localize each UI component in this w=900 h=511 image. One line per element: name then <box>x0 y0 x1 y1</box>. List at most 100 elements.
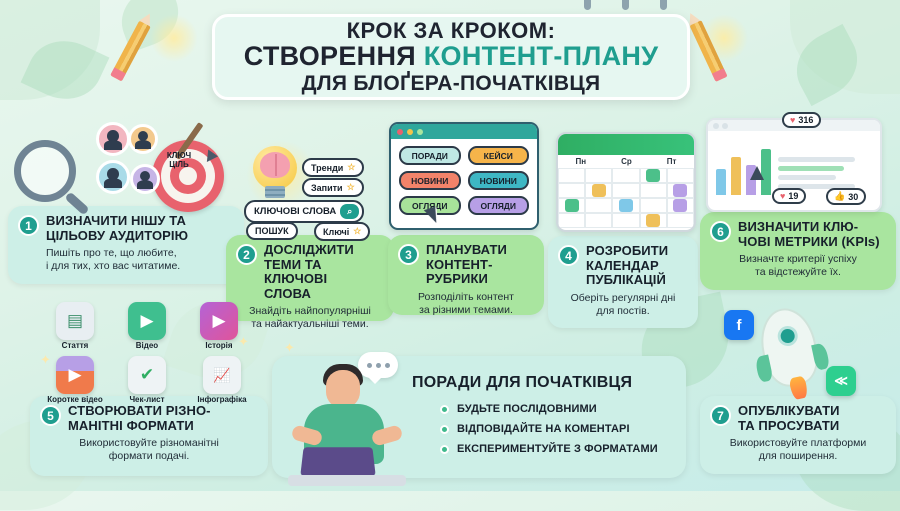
avatar <box>128 124 158 154</box>
sparkle-decor: ✦ <box>40 352 51 367</box>
calendar-cell[interactable] <box>612 183 640 198</box>
calendar-cell[interactable] <box>666 198 694 213</box>
glow-decor <box>150 14 198 62</box>
close-icon[interactable] <box>713 122 719 129</box>
calendar-event[interactable] <box>591 184 606 197</box>
step-subtitle-2: Знайдіть найпопулярніші та найактуальніш… <box>249 305 371 331</box>
tag-kliuchi[interactable]: Ключі☆ <box>314 222 371 241</box>
step-title-2: ДОСЛІДЖИТИ ТЕМИ ТА КЛЮЧОВІ СЛОВА <box>264 242 354 301</box>
calendar-cell[interactable] <box>585 213 613 228</box>
calendar-event[interactable] <box>564 199 579 212</box>
chart-bar <box>761 149 771 195</box>
calendar-cell[interactable] <box>666 213 694 228</box>
tag-trendy[interactable]: Тренди☆ <box>302 158 365 177</box>
format-item-1[interactable]: ▶ Відео <box>114 302 180 350</box>
step-subtitle-1: Пишіть про те, що любите, і для тих, хто… <box>46 247 181 273</box>
tips-list: БУДЬТЕ ПОСЛІДОВНИМИ ВІДПОВІДАЙТЕ НА КОМЕ… <box>440 403 658 463</box>
calendar-event[interactable] <box>618 199 633 212</box>
facebook-icon[interactable]: f <box>724 310 754 340</box>
format-item-2[interactable]: ▶ Історія <box>186 302 252 350</box>
short-video-icon: ▶ <box>56 356 94 394</box>
rubric-pill-3[interactable]: НОВИНИ <box>467 171 529 190</box>
rubric-pill-0[interactable]: ПОРАДИ <box>399 146 461 165</box>
calendar-cell[interactable] <box>585 168 613 183</box>
avatar <box>96 122 130 156</box>
analytics-row <box>778 157 856 162</box>
tag-poshuk[interactable]: ПОШУК <box>246 222 298 240</box>
calendar-ring <box>622 0 629 10</box>
calendar-event[interactable] <box>646 214 661 227</box>
rubric-pill-2[interactable]: НОВИНИ <box>399 171 461 190</box>
maximize-icon[interactable] <box>417 128 423 135</box>
title-line-2-plain: СТВОРЕННЯ <box>243 41 424 72</box>
tag-poshuk-label: ПОШУК <box>255 226 289 236</box>
avatar <box>130 164 160 194</box>
calendar-day-1: Ср <box>621 157 632 166</box>
step-badge-6: 6 <box>710 221 731 242</box>
format-icons-group: ▤ Стаття ▶ Відео ▶ Історія ▶ Коротке від… <box>36 302 262 404</box>
title-line-2-accent: КОНТЕНТ-ПЛАНУ <box>423 41 659 72</box>
calendar-cell[interactable] <box>585 198 613 213</box>
rubric-pill-4[interactable]: ОГЛЯДИ <box>399 196 461 215</box>
calendar-event[interactable] <box>646 169 661 182</box>
calendar-cell[interactable] <box>612 168 640 183</box>
step-subtitle-6: Визначте критерії успіху та відстежуйте … <box>739 253 857 279</box>
format-label-5: Інфографіка <box>197 395 247 404</box>
calendar-cell[interactable] <box>558 198 586 213</box>
step-title-3: ПЛАНУВАТИ КОНТЕНТ-РУБРИКИ <box>426 242 507 287</box>
step-card-7: 7 ОПУБЛІКУВАТИ ТА ПРОСУВАТИ Використовуй… <box>700 396 896 474</box>
search-input-value: КЛЮЧОВІ СЛОВА <box>254 206 337 217</box>
minimize-icon[interactable] <box>722 122 728 129</box>
calendar-cell[interactable] <box>639 213 667 228</box>
step-title-1: ВИЗНАЧИТИ НІШУ ТА ЦІЛЬОВУ АУДИТОРІЮ <box>46 213 189 243</box>
format-label-4: Чек-лист <box>129 395 165 404</box>
calendar-cell[interactable] <box>639 183 667 198</box>
format-label-3: Коротке відео <box>47 395 103 404</box>
lightbulb-icon <box>253 146 297 198</box>
laptop-icon <box>288 447 406 486</box>
calendar-cell[interactable] <box>666 183 694 198</box>
step-title-5: СТВОРЮВАТИ РІЗНО- МАНІТНІ ФОРМАТИ <box>68 403 211 433</box>
tag-zapyty[interactable]: Запити☆ <box>302 178 364 197</box>
step-subtitle-4: Оберіть регулярні дні для постів. <box>570 291 676 317</box>
browser-window: ПОРАДИ КЕЙСИ НОВИНИ НОВИНИ ОГЛЯДИ ОГЛЯДИ <box>389 122 539 230</box>
calendar-cell[interactable] <box>639 198 667 213</box>
shares-badge: 👍30 <box>826 188 867 205</box>
share-icon[interactable]: ≪ <box>826 366 856 396</box>
search-input[interactable]: КЛЮЧОВІ СЛОВА⌕ <box>244 200 365 223</box>
calendar-cell[interactable] <box>558 168 586 183</box>
tips-title: ПОРАДИ ДЛЯ ПОЧАТКІВЦЯ <box>412 374 633 391</box>
calendar-event[interactable] <box>673 199 688 212</box>
step-title-4: РОЗРОБИТИ КАЛЕНДАР ПУБЛІКАЦІЙ <box>586 243 669 288</box>
format-label-2: Історія <box>205 341 233 350</box>
calendar-cell[interactable] <box>666 168 694 183</box>
infographic-canvas: ✦ ✦ ✦ ✦ ✦ КРОК ЗА КРОКОМ: СТВОРЕННЯ КОНТ… <box>0 0 900 491</box>
calendar-cell[interactable] <box>558 183 586 198</box>
step-title-7: ОПУБЛІКУВАТИ ТА ПРОСУВАТИ <box>738 403 840 433</box>
calendar-cell[interactable] <box>612 198 640 213</box>
step-subtitle-3: Розподіліть контент за різними темами. <box>418 290 514 316</box>
format-item-0[interactable]: ▤ Стаття <box>42 302 108 350</box>
thumb-up-icon: ♥ <box>780 191 786 201</box>
calendar-event[interactable] <box>673 184 688 197</box>
analytics-row <box>778 175 837 180</box>
rubric-pill-5[interactable]: ОГЛЯДИ <box>467 196 529 215</box>
rubric-pill-1[interactable]: КЕЙСИ <box>467 146 529 165</box>
search-icon[interactable]: ⌕ <box>340 204 360 219</box>
blogger-illustration <box>282 352 412 486</box>
calendar-cell[interactable] <box>612 213 640 228</box>
analytics-rows <box>778 157 872 195</box>
minimize-icon[interactable] <box>407 128 413 135</box>
calendar-cell[interactable] <box>639 168 667 183</box>
format-item-4[interactable]: ✔ Чек-лист <box>114 356 180 404</box>
step-subtitle-7: Використовуйте платформи для поширення. <box>729 437 867 463</box>
format-item-5[interactable]: 📈 Інфографіка <box>182 356 262 404</box>
close-icon[interactable] <box>397 128 403 135</box>
step-badge-7: 7 <box>710 405 731 426</box>
calendar-cell[interactable] <box>585 183 613 198</box>
star-icon: ☆ <box>353 226 362 236</box>
format-item-3[interactable]: ▶ Коротке відео <box>36 356 114 404</box>
calendar-cell[interactable] <box>558 213 586 228</box>
shares-count: 30 <box>848 191 859 202</box>
